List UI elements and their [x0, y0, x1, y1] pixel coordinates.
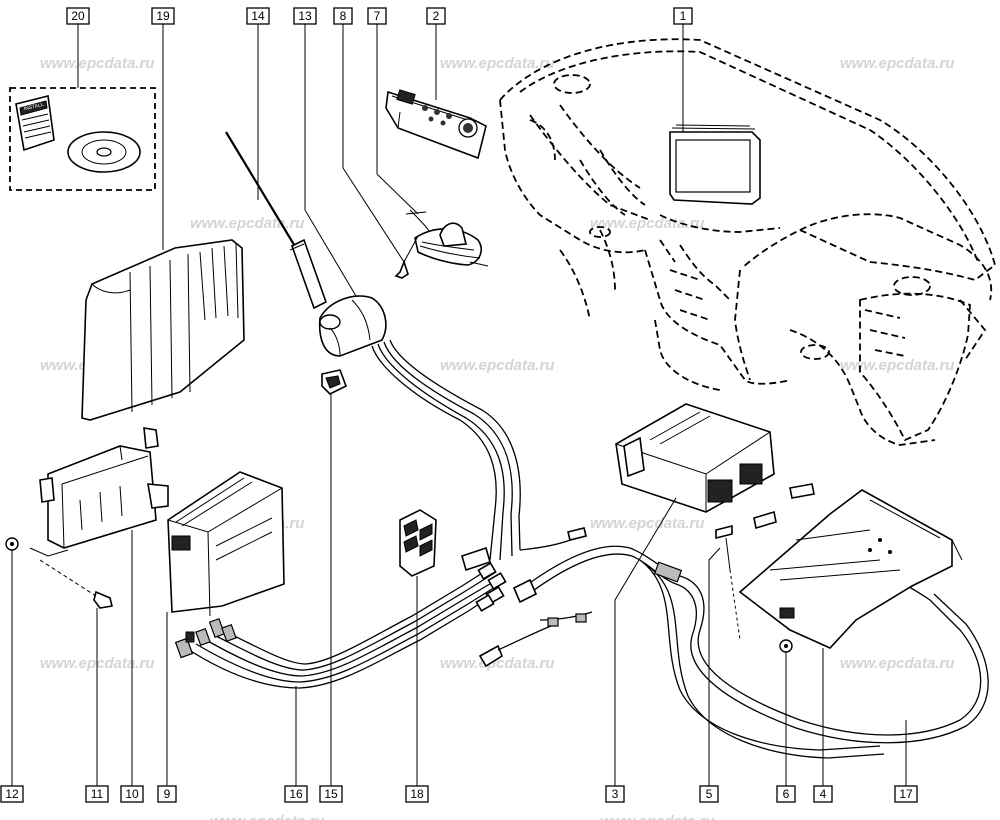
callout-19: 19 [151, 7, 175, 25]
callout-12: 12 [0, 785, 24, 803]
watermark-text: www.epcdata.ru [840, 55, 954, 72]
control-panel [385, 89, 487, 160]
fastener-nut [779, 639, 793, 653]
callout-5: 5 [699, 785, 719, 803]
callout-6: 6 [776, 785, 796, 803]
wiring-harness [174, 562, 507, 689]
callout-16: 16 [284, 785, 308, 803]
callout-label: 12 [5, 787, 19, 801]
callout-2: 2 [426, 7, 446, 25]
callout-label: 6 [783, 787, 790, 801]
callout-label: 8 [340, 9, 347, 23]
callout-3: 3 [605, 785, 625, 803]
watermark-text: www.epcdata.ru [590, 215, 704, 232]
callout-label: 9 [164, 787, 171, 801]
callout-label: 2 [433, 9, 440, 23]
callout-label: 20 [71, 9, 85, 23]
watermarks: www.epcdata.ru www.epcdata.ru www.epcdat… [40, 55, 954, 820]
callout-17: 17 [894, 785, 918, 803]
callout-13: 13 [293, 7, 317, 25]
callout-7: 7 [367, 7, 387, 25]
documentation-kit: INSTALL [9, 87, 156, 191]
watermark-text: www.epcdata.ru [440, 55, 554, 72]
callout-label: 11 [91, 787, 104, 801]
watermark-text: www.epcdata.ru [440, 357, 554, 374]
callout-label: 16 [289, 787, 303, 801]
callout-4: 4 [813, 785, 833, 803]
callout-20: 20 [66, 7, 90, 25]
callout-label: 15 [324, 787, 338, 801]
nut [5, 537, 19, 551]
antenna-whip [225, 131, 327, 310]
fastener-screw [715, 524, 741, 641]
callout-label: 1 [680, 9, 687, 23]
antenna-cable [371, 339, 587, 572]
main-cable-loop [478, 545, 989, 759]
callout-label: 4 [820, 787, 827, 801]
watermark-text: www.epcdata.ru [840, 357, 954, 374]
callout-14: 14 [246, 7, 270, 25]
connector-block [399, 509, 437, 577]
antenna-base [318, 295, 387, 357]
callout-label: 14 [251, 9, 265, 23]
callout-label: 10 [125, 787, 139, 801]
callout-18: 18 [405, 785, 429, 803]
callout-label: 3 [612, 787, 619, 801]
dashboard-outline [499, 38, 997, 446]
mounting-plate [738, 489, 963, 649]
watermark-text: www.epcdata.ru [210, 813, 324, 820]
callout-10: 10 [120, 785, 144, 803]
callout-label: 7 [374, 9, 381, 23]
watermark-text: www.epcdata.ru [590, 515, 704, 532]
callout-1: 1 [673, 7, 693, 25]
booklet-cover-text: INSTALL [23, 102, 44, 113]
callout-label: 5 [706, 787, 713, 801]
control-unit [615, 403, 775, 513]
watermark-text: www.epcdata.ru [840, 655, 954, 672]
bolt [39, 559, 113, 609]
callout-9: 9 [157, 785, 177, 803]
callout-8: 8 [333, 7, 353, 25]
callout-label: 19 [156, 9, 170, 23]
callout-11: 11 [85, 785, 109, 803]
housing-cover [81, 239, 245, 421]
watermark-text: www.epcdata.ru [440, 655, 554, 672]
screw [394, 235, 419, 279]
clip [321, 369, 348, 395]
watermark-text: www.epcdata.ru [40, 55, 154, 72]
microphone [405, 209, 489, 267]
display-unit [669, 124, 761, 205]
small-connectors [753, 483, 815, 530]
mounting-bracket [29, 427, 169, 557]
callout-label: 17 [899, 787, 913, 801]
receiver-unit [167, 471, 285, 617]
watermark-text: www.epcdata.ru [600, 813, 714, 820]
callout-label: 18 [410, 787, 424, 801]
callout-15: 15 [319, 785, 343, 803]
watermark-text: www.epcdata.ru [190, 215, 304, 232]
callout-label: 13 [298, 9, 312, 23]
leader-lines [11, 24, 907, 786]
